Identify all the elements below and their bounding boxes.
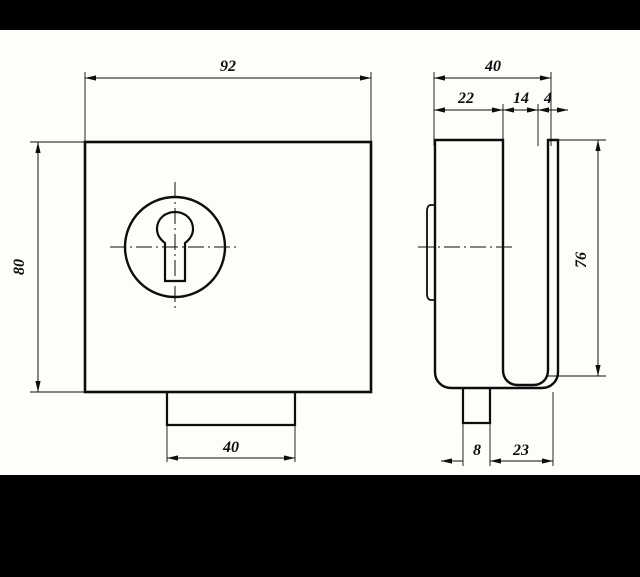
- drawing-sheet: [0, 30, 640, 475]
- front-plate-outline: [83, 140, 373, 394]
- dimension-label-side-body-depth: 22: [457, 90, 474, 107]
- dimension-label-tab-width: 40: [222, 439, 239, 456]
- front-view-group: [30, 72, 373, 462]
- dimension-label-pin-width: 8: [473, 442, 481, 459]
- side-left-boss: [426, 204, 435, 301]
- dimension-label-side-arm-thickness: 4: [543, 90, 552, 107]
- dimension-label-side-height: 76: [573, 252, 590, 268]
- dimension-label-side-gap: 14: [513, 90, 529, 107]
- dimension-label-front-width: 92: [220, 58, 236, 75]
- side-view-group: [418, 72, 606, 466]
- dimension-label-pin-offset: 23: [512, 442, 529, 459]
- dimension-label-side-depth: 40: [484, 58, 501, 75]
- dimension-label-front-height: 80: [11, 259, 28, 275]
- front-mounting-tab: [165, 392, 297, 427]
- letterbox-band-bottom: [0, 475, 640, 577]
- side-body-outline: [433, 138, 560, 390]
- side-lower-pin: [461, 388, 492, 425]
- dimension-labels: 92 80 40 40 22 14 4 76 8 23: [11, 58, 590, 459]
- letterbox-band-top: [0, 0, 640, 30]
